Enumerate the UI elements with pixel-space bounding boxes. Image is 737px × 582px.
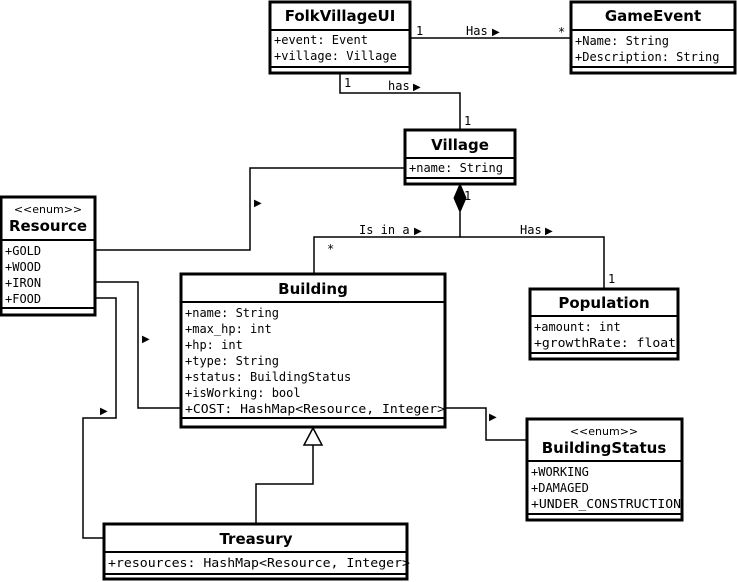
class-name: Population — [558, 294, 649, 312]
composition-diamond-icon — [453, 182, 467, 214]
class-name: Village — [431, 136, 489, 154]
class-treasury: Treasury +resources: HashMap<Resource, I… — [102, 522, 410, 581]
class-attribute: +growthRate: float — [534, 336, 676, 350]
class-stereotype: <<enum>> — [14, 203, 82, 216]
connector-treasury-building — [255, 444, 314, 524]
class-attribute: +village: Village — [274, 49, 397, 63]
class-attribute: +max_hp: int — [185, 322, 272, 336]
class-attribute: +UNDER_CONSTRUCTION — [531, 497, 681, 511]
class-attribute: +resources: HashMap<Resource, Integer> — [108, 556, 410, 570]
connector-resource-treasury — [82, 297, 117, 539]
class-attribute: +type: String — [185, 354, 279, 368]
relation-label: Is in a — [359, 223, 410, 237]
direction-arrow-icon: ▶ — [100, 406, 108, 417]
class-name: FolkVillageUI — [285, 7, 396, 25]
multiplicity: 1 — [416, 24, 423, 38]
class-attribute: +name: String — [409, 161, 503, 175]
connector-building-status — [445, 407, 527, 441]
class-attribute: +COST: HashMap<Resource, Integer> — [185, 402, 445, 416]
multiplicity: 1 — [464, 114, 471, 128]
class-attribute: +status: BuildingStatus — [185, 370, 351, 384]
class-building: Building +name: String +max_hp: int +hp:… — [179, 272, 447, 429]
direction-arrow-icon: ▶ — [414, 226, 422, 237]
class-attribute: +WOOD — [5, 260, 41, 274]
class-folkvillageui: FolkVillageUI +event: Event +village: Vi… — [268, 0, 412, 75]
class-gameevent: GameEvent +Name: String +Description: St… — [569, 0, 737, 75]
class-attribute: +name: String — [185, 306, 279, 320]
class-population: Population +amount: int +growthRate: flo… — [528, 287, 680, 361]
class-attribute: +WORKING — [531, 465, 589, 479]
class-name: Building — [278, 280, 348, 298]
class-attribute: +GOLD — [5, 244, 41, 258]
multiplicity: * — [558, 25, 565, 39]
class-name: Treasury — [219, 530, 292, 548]
class-attribute: +event: Event — [274, 33, 368, 47]
relation-label: has — [388, 79, 410, 93]
class-attribute: +Description: String — [575, 50, 720, 64]
class-attribute: +hp: int — [185, 338, 243, 352]
direction-arrow-icon: ▶ — [142, 334, 150, 345]
class-attribute: +isWorking: bool — [185, 386, 301, 400]
connector-resource-building — [95, 281, 181, 409]
class-attribute: +FOOD — [5, 292, 41, 306]
direction-arrow-icon: ▶ — [492, 27, 500, 38]
multiplicity: * — [327, 242, 334, 256]
class-attribute: +amount: int — [534, 320, 621, 334]
relation-label: Has — [466, 24, 488, 38]
connector-village-population — [460, 236, 605, 289]
direction-arrow-icon: ▶ — [254, 198, 262, 209]
multiplicity: 1 — [464, 189, 471, 203]
class-attribute: +Name: String — [575, 34, 669, 48]
class-buildingstatus: <<enum>> BuildingStatus +WORKING +DAMAGE… — [525, 417, 684, 522]
class-name: BuildingStatus — [542, 439, 667, 457]
connector-ui-village — [339, 74, 461, 130]
class-stereotype: <<enum>> — [570, 425, 638, 438]
multiplicity: 1 — [608, 272, 615, 286]
class-attribute: +DAMAGED — [531, 481, 589, 495]
class-village: Village +name: String — [403, 128, 517, 186]
relation-label: Has — [520, 223, 542, 237]
direction-arrow-icon: ▶ — [545, 226, 553, 237]
class-name: Resource — [9, 217, 87, 235]
direction-arrow-icon: ▶ — [413, 82, 421, 93]
class-resource: <<enum>> Resource +GOLD +WOOD +IRON +FOO… — [0, 195, 97, 317]
connector-village-building — [313, 212, 461, 274]
class-name: GameEvent — [605, 7, 701, 25]
class-attribute: +IRON — [5, 276, 41, 290]
multiplicity: 1 — [344, 76, 351, 90]
direction-arrow-icon: ▶ — [489, 412, 497, 423]
connector-resource-village — [95, 167, 405, 251]
generalization-triangle-icon — [302, 426, 324, 446]
